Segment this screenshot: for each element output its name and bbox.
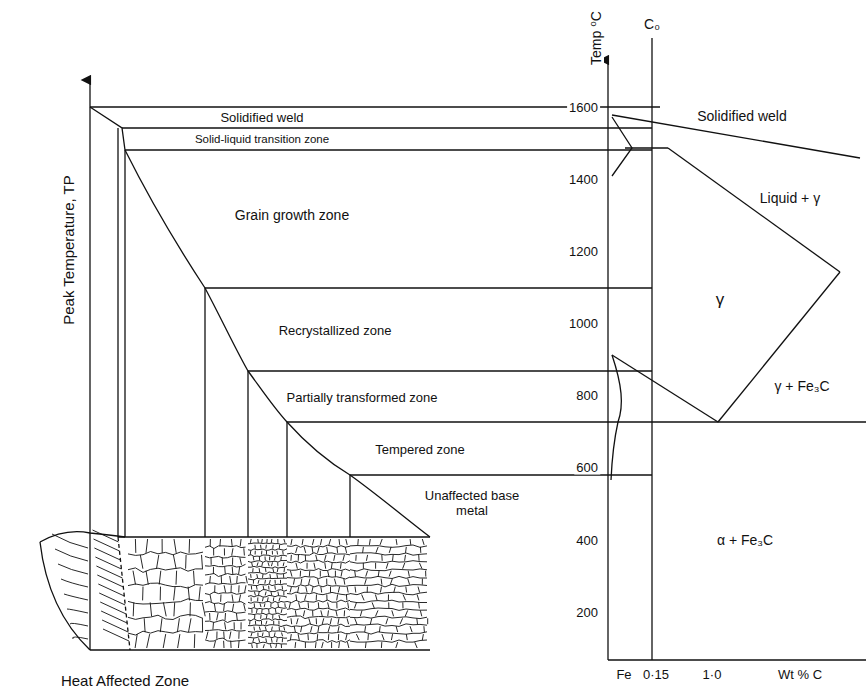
zone-label: Partially transformed zone: [284, 390, 439, 405]
tick-label: 1600: [567, 100, 600, 115]
acm-line: [718, 272, 840, 422]
weld-illustration: [40, 530, 430, 650]
axis-title: Peak Temperature, TP: [60, 173, 77, 327]
peak-temp-axis: [89, 80, 90, 650]
tick-label: 200: [574, 605, 600, 620]
tick-label: 1400: [567, 172, 600, 187]
axis-title: Temp ⁰C: [588, 9, 604, 67]
composition-axis: [608, 659, 866, 660]
phase-label: Solidified weld: [695, 108, 789, 124]
zone-label: Tempered zone: [373, 442, 467, 457]
caption: Heat Affected Zone: [59, 672, 191, 689]
alpha-solvus: [611, 355, 621, 480]
delta-region: [612, 117, 632, 176]
left-axes: [90, 80, 866, 650]
peak-temp-curve: [90, 107, 430, 537]
temp-axis: [607, 60, 608, 660]
phase-label: Liquid + γ: [758, 190, 822, 206]
c0-line: [651, 38, 652, 660]
a3-line: [612, 355, 718, 422]
axis-title: Wt % C: [776, 667, 824, 682]
weld-bead: [40, 532, 125, 542]
tick-label: 1000: [567, 316, 600, 331]
tick-label: 600: [574, 460, 600, 475]
zone-label: Solidified weld: [218, 110, 305, 125]
solidus: [668, 148, 840, 272]
grain-boundaries: [52, 530, 428, 648]
axis-tick: 0·15: [641, 667, 671, 682]
tick-label: 400: [574, 533, 600, 548]
axis-tick: Fe: [614, 667, 633, 682]
axis-tick: 1·0: [701, 667, 724, 682]
tick-label: 1200: [567, 244, 600, 259]
phase-label: γ + Fe₃C: [772, 378, 831, 394]
phase-diagram: [608, 38, 866, 660]
zone-label: Recrystallized zone: [277, 323, 394, 338]
phase-label: γ: [714, 290, 727, 310]
tick-label: 800: [574, 388, 600, 403]
peritectic: [625, 147, 668, 148]
zone-label: Grain growth zone: [233, 207, 351, 223]
weld-root: [40, 542, 90, 650]
grain-texture: [52, 530, 428, 648]
phase-label: α + Fe₃C: [715, 532, 775, 548]
zone-label: Solid-liquid transition zone: [193, 133, 331, 146]
zone-label: Unaffected base metal: [415, 488, 529, 518]
composition-mark: C₀: [642, 16, 662, 32]
